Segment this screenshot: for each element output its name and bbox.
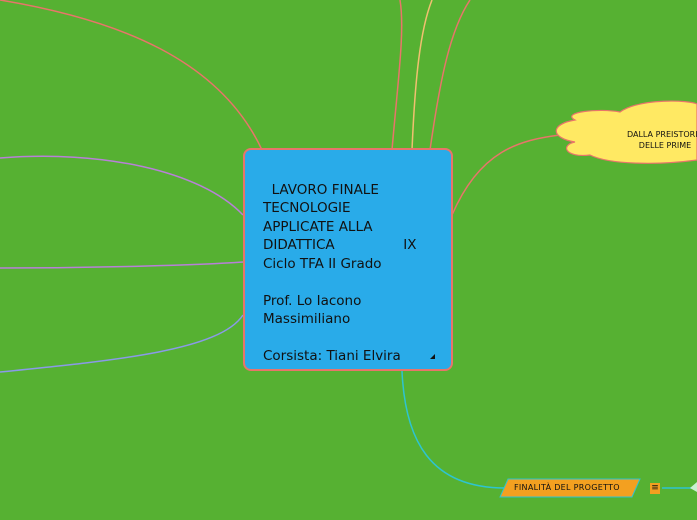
central-node-text: LAVORO FINALE TECNOLOGIE APPLICATE ALLA … [263,181,417,365]
connector-line [451,134,561,216]
connector-line [411,0,433,151]
notes-menu-icon[interactable]: ≡ [650,483,660,494]
connector-line [0,155,244,216]
connector-line [0,314,244,373]
connector-line [429,0,471,151]
connector-line [391,0,403,151]
connector-line [401,370,506,489]
finalita-node-label: FINALITÀ DEL PROGETTO [514,483,620,492]
connector-line [0,0,263,151]
partial-node [690,482,697,492]
resize-handle-icon[interactable] [430,354,435,359]
connector-line [0,261,244,269]
cloud-node-label: DALLA PREISTORIA DELLE PRIME [626,130,697,150]
finalita-node-shape[interactable] [499,478,641,498]
central-node[interactable]: LAVORO FINALE TECNOLOGIE APPLICATE ALLA … [243,148,453,371]
cloud-node-shape[interactable] [555,100,697,164]
